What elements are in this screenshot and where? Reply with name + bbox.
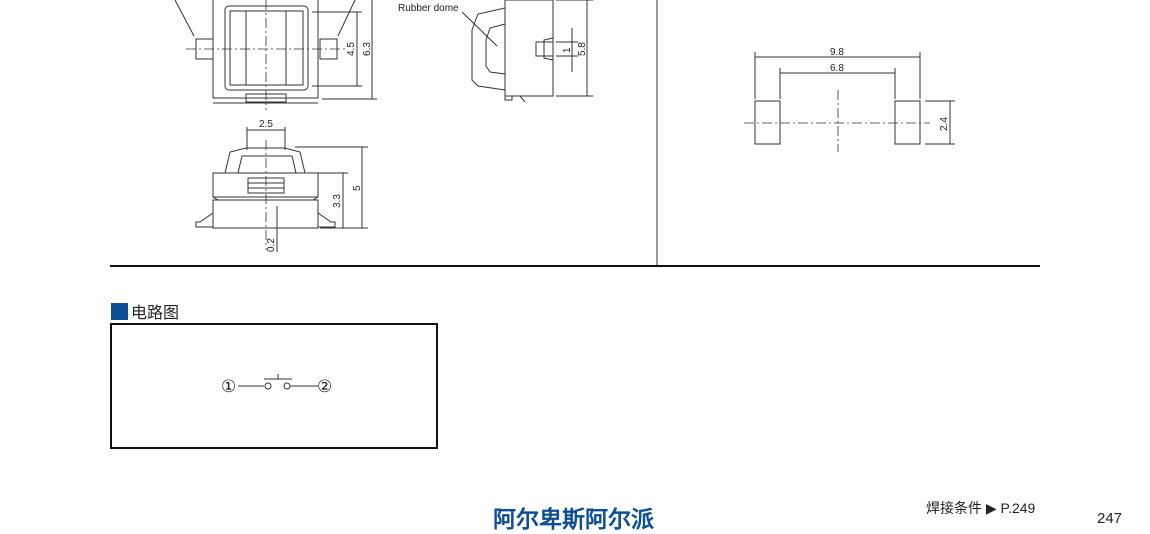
dim-1: 1 bbox=[562, 47, 573, 53]
dim-5: 5 bbox=[352, 185, 363, 191]
page-number: 247 bbox=[1097, 510, 1123, 527]
dim-6-3: 6.3 bbox=[362, 42, 373, 56]
dim-9-8: 9.8 bbox=[830, 47, 844, 58]
dim-6-8: 6.8 bbox=[830, 63, 844, 74]
rubber-dome-label: Rubber dome bbox=[398, 3, 459, 14]
brand-name: 阿尔卑斯阿尔派 bbox=[493, 506, 654, 532]
dim-4-5: 4.5 bbox=[346, 42, 357, 56]
dim-2-4: 2.4 bbox=[939, 117, 950, 131]
circuit-section-title: 电路图 bbox=[131, 305, 180, 322]
solder-conditions-link[interactable]: 焊接条件 ▶ P.249 bbox=[926, 500, 1036, 516]
section-marker-icon bbox=[111, 302, 128, 320]
circuit-section-heading: 电路图 bbox=[111, 299, 179, 323]
circuit-diagram: ① ② bbox=[221, 374, 332, 396]
side-view: Rubber dome 1 5.8 bbox=[398, 0, 593, 103]
dim-3-3: 3.3 bbox=[332, 194, 343, 208]
dim-5-8: 5.8 bbox=[577, 42, 588, 56]
top-view: 4.5 6.3 bbox=[174, 0, 377, 110]
dim-0-2: 0.2 bbox=[266, 238, 277, 252]
footprint-view: 9.8 6.8 2.4 bbox=[744, 47, 955, 152]
dim-2-5: 2.5 bbox=[259, 119, 273, 130]
circuit-box bbox=[110, 323, 438, 449]
terminal-1: ① bbox=[221, 377, 236, 396]
front-view: 2.5 5 3.3 0.2 bbox=[195, 119, 368, 252]
terminal-2: ② bbox=[317, 377, 332, 396]
